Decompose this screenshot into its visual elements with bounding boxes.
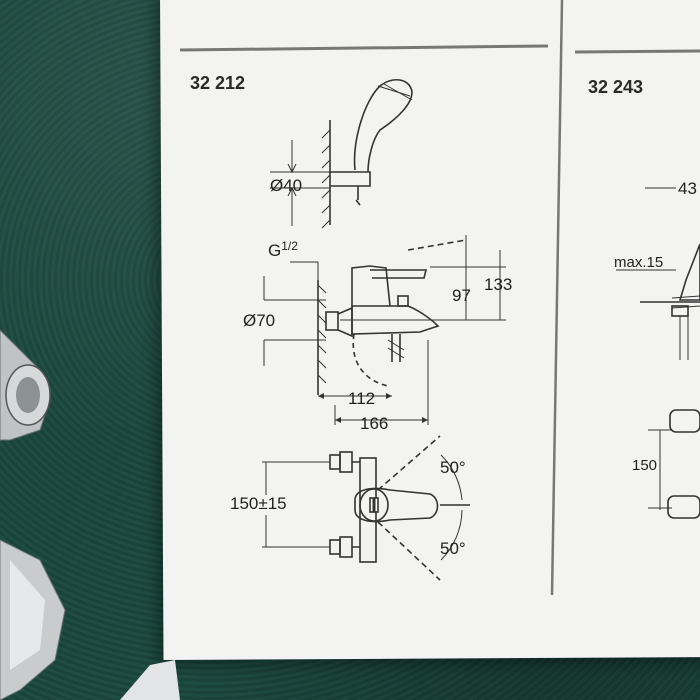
thread-fraction: 1/2: [281, 239, 298, 253]
angle-top: 50°: [440, 458, 466, 477]
dim-43: 43: [678, 179, 697, 198]
right-panel-drawing: [616, 187, 700, 519]
dim-97: 97: [452, 286, 471, 305]
dim-thread-g: G1/2: [268, 240, 298, 259]
hand-shower-drawing: [270, 79, 413, 229]
dim-diameter-70: Ø70: [243, 311, 276, 330]
bath-mixer-side-view: [263, 235, 506, 425]
model-number-left: 32 212: [190, 73, 246, 93]
chrome-fitting-bottom: [0, 539, 180, 700]
dim-166: 166: [360, 414, 389, 433]
dim-133: 133: [484, 275, 513, 294]
chrome-fitting-top: [0, 329, 51, 441]
angle-bottom: 50°: [440, 539, 466, 558]
dim-112: 112: [348, 389, 376, 408]
dim-150-tolerance: 150±15: [230, 494, 287, 513]
bath-mixer-front-view: [262, 435, 470, 581]
dim-max-15: max.15: [614, 254, 664, 271]
dim-150-right: 150: [632, 457, 658, 474]
separator-lines: [179, 0, 700, 596]
thread-letter: G: [268, 241, 282, 260]
dim-diameter-40: Ø40: [270, 176, 303, 195]
model-number-right: 32 243: [588, 77, 644, 97]
